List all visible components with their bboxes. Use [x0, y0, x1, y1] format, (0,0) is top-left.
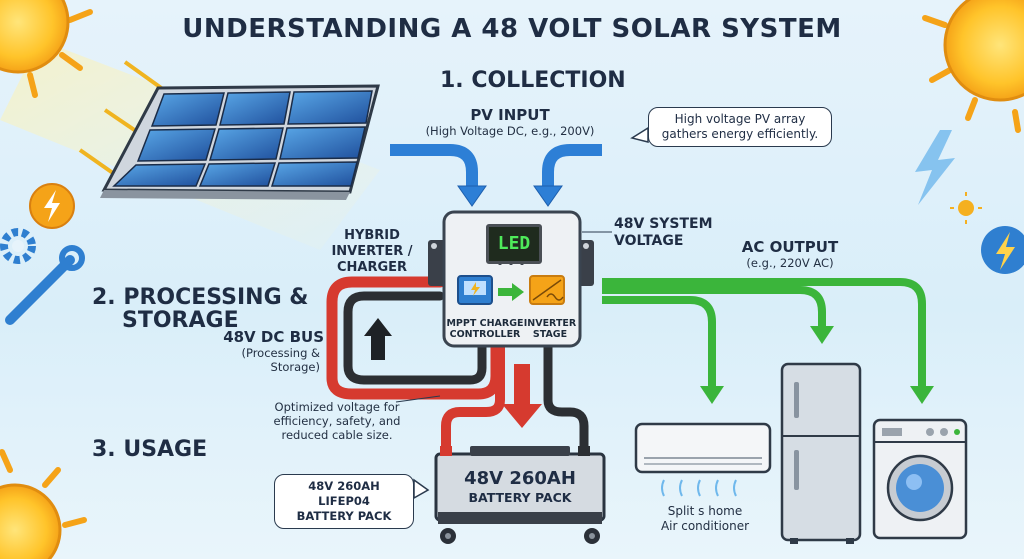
ac-output-detail: (e.g., 220V AC) [746, 256, 834, 270]
air-conditioner-line2: Air conditioner [660, 519, 750, 533]
pv-input-detail: (High Voltage DC, e.g., 200V) [425, 124, 595, 138]
sun-icon [0, 449, 87, 559]
lightning-icon [981, 226, 1024, 274]
gear-icon [0, 228, 36, 264]
optimized-note-line3: reduced cable size. [281, 428, 393, 442]
pv-bubble-line1: High voltage PV array [674, 112, 806, 126]
inverter-stage-line1: INVERTER [523, 318, 577, 329]
inverter-unit [428, 210, 594, 348]
air-conditioner-line1: Split s home [667, 504, 743, 518]
solar-panel-icon [100, 84, 380, 200]
battery-bubble: 48V 260AH LIFEP04 BATTERY PACK [274, 474, 414, 529]
inverter-stage-label: INVERTER STAGE [522, 318, 578, 340]
mppt-label: MPPT CHARGE CONTROLLER [446, 318, 524, 340]
sun-icon [950, 192, 982, 224]
inverter-stage-line2: STAGE [532, 329, 568, 340]
dc-bus-label: 48V DC BUS [223, 328, 324, 346]
air-conditioner-label: Split s home Air conditioner [640, 504, 770, 534]
lightning-icon [29, 183, 75, 229]
inverter-label-line1: HYBRID [344, 228, 400, 243]
pv-input-label: PV INPUT [470, 106, 550, 124]
dc-bus-arrow [364, 318, 392, 360]
ac-output-label: AC OUTPUT [741, 238, 839, 256]
battery-front-line1: 48V 260AH [464, 468, 576, 489]
sun-icon [922, 0, 1024, 133]
section-collection: 1. COLLECTION [440, 68, 626, 93]
inverter-label-line2: INVERTER / [331, 244, 413, 259]
system-voltage-label: 48V SYSTEM VOLTAGE [614, 216, 713, 250]
section-processing-line2: STORAGE [122, 308, 239, 333]
air-conditioner-icon [634, 422, 772, 497]
dc-bus-detail-line2: Storage) [270, 360, 320, 374]
section-usage: 3. USAGE [92, 437, 208, 462]
mppt-label-line1: MPPT CHARGE [446, 318, 524, 329]
battery-bubble-line1: 48V 260AH LIFEP04 [308, 479, 380, 508]
dc-bus-detail-line1: (Processing & [241, 346, 320, 360]
inverter-display: LED [486, 224, 542, 264]
dc-bus-detail: (Processing & Storage) [214, 346, 320, 374]
pv-input-arrows [390, 144, 602, 190]
page-title: UNDERSTANDING A 48 VOLT SOLAR SYSTEM [182, 14, 842, 44]
optimized-note: Optimized voltage for efficiency, safety… [262, 400, 412, 442]
inverter-label: HYBRID INVERTER / CHARGER [322, 228, 422, 276]
ac-output-lines [602, 278, 926, 390]
battery-front-line2: BATTERY PACK [468, 490, 572, 505]
refrigerator-icon [780, 362, 862, 544]
mppt-label-line2: CONTROLLER [449, 329, 521, 340]
washing-machine-icon [872, 418, 968, 540]
battery-bubble-line2: BATTERY PACK [296, 509, 392, 523]
system-voltage-line2: VOLTAGE [614, 233, 684, 249]
optimized-note-line2: efficiency, safety, and [273, 414, 401, 428]
wrench-icon [5, 245, 85, 325]
system-voltage-line1: 48V SYSTEM [614, 216, 713, 232]
pv-bubble-line2: gathers energy efficiently. [661, 127, 819, 141]
section-processing-line1: 2. PROCESSING & [92, 285, 309, 310]
pv-array-bubble: High voltage PV array gathers energy eff… [648, 107, 832, 147]
inverter-label-line3: CHARGER [336, 260, 408, 275]
optimized-note-line1: Optimized voltage for [274, 400, 400, 414]
lightning-icon [915, 130, 955, 205]
battery-icon [434, 446, 606, 544]
